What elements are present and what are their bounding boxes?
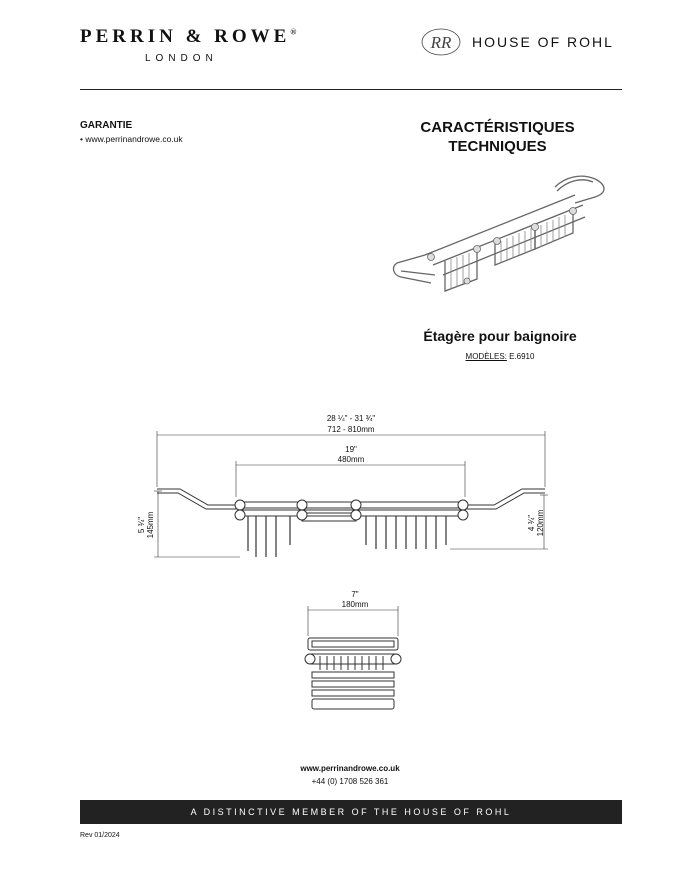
end-elevation-drawing: 7" 180mm [304,590,402,710]
warranty-heading: GARANTIE [80,120,133,131]
product-name: Étagère pour baignoire [423,328,577,344]
left-height-in: 5 ¾" [137,517,146,533]
rohl-monogram-icon: RR [421,28,461,56]
brand-logo: PERRIN & ROWE® [80,26,296,48]
models-line: MODÈLES: E.6910 [420,352,580,361]
overall-width-mm: 712 - 810mm [327,425,374,434]
specs-title-line1: CARACTÉRISTIQUES [420,119,575,136]
registered-mark: ® [290,27,297,37]
right-height-mm: 120mm [536,509,545,536]
specs-title: CARACTÉRISTIQUES TECHNIQUES [400,118,595,156]
overall-width-in: 28 ¼" - 31 ¾" [327,414,376,423]
depth-in: 7" [351,590,358,599]
right-height-in: 4 ¾" [527,515,536,531]
models-label: MODÈLES: [465,352,507,361]
header-divider [80,89,622,90]
depth-mm: 180mm [342,600,369,609]
specs-title-line2: TECHNIQUES [448,138,547,155]
product-illustration [392,175,605,292]
footer-banner: A DISTINCTIVE MEMBER OF THE HOUSE OF ROH… [80,800,622,824]
models-value: E.6910 [506,352,535,361]
left-height-mm: 145mm [146,511,155,538]
inner-width-mm: 480mm [338,455,365,464]
footer-website[interactable]: www.perrinandrowe.co.uk [300,764,400,773]
rohl-monogram-text: RR [430,33,452,52]
inner-width-in: 19" [345,445,357,454]
warranty-link[interactable]: • www.perrinandrowe.co.uk [80,134,183,144]
brand-name: PERRIN & ROWE [80,26,291,47]
side-elevation-drawing: 28 ¼" - 31 ¾" 712 - 810mm 19" 480mm 5 ¾"… [137,414,548,558]
revision-label: Rev 01/2024 [80,832,120,839]
footer-phone: +44 (0) 1708 526 361 [311,777,389,786]
house-of-rohl-logo: RR HOUSE OF ROHL [420,27,614,57]
partner-name: HOUSE OF ROHL [472,34,614,50]
brand-city: LONDON [145,53,218,64]
